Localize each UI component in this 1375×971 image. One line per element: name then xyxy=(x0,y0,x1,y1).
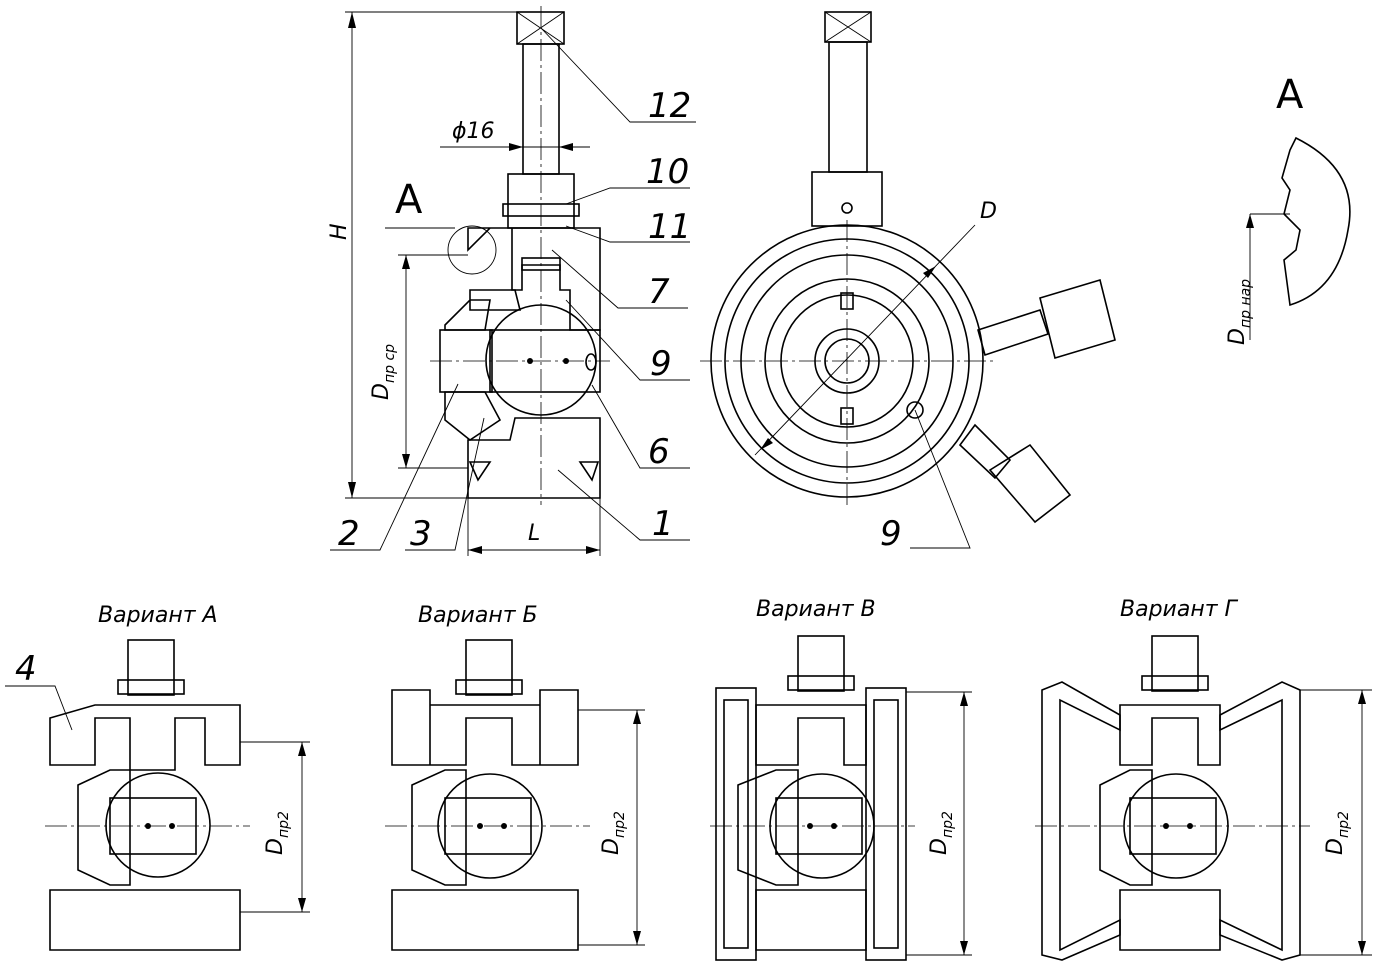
variant-b-drawing: Dпр2 xyxy=(385,639,645,951)
callout-2: 6 xyxy=(648,432,670,472)
detail-view-a: А Dпр нар xyxy=(1225,72,1351,345)
dim-dpr-nar-base: D xyxy=(1225,328,1250,345)
svg-text:Dпр нар: Dпр нар xyxy=(1225,279,1254,345)
callout-4: 4 xyxy=(15,649,37,689)
callout-9: 9 xyxy=(880,514,902,554)
svg-text:Dпр2: Dпр2 xyxy=(263,811,292,855)
dim-dpr2-v-base: D xyxy=(927,838,952,855)
dim-h: H xyxy=(327,223,352,240)
callout-10: 10 xyxy=(646,152,689,192)
dim-dpr-nar-sub: пр нар xyxy=(1238,279,1254,328)
view-label-a: А xyxy=(395,177,423,223)
dim-dpr2-g-sub: пр2 xyxy=(1336,811,1352,838)
dim-phi16: ϕ16 xyxy=(452,119,495,144)
callout-12: 12 xyxy=(648,86,691,126)
dim-dpr2-g-base: D xyxy=(1323,838,1348,855)
variant-a-title: Вариант А xyxy=(98,603,218,628)
dim-dpr2-v-sub: пр2 xyxy=(940,811,956,838)
detail-label-a: А xyxy=(1276,72,1304,118)
variant-b-title: Вариант Б xyxy=(418,603,538,628)
callout-1: 1 xyxy=(652,504,674,544)
callout-11: 11 xyxy=(648,207,691,247)
svg-text:Dпр ср: Dпр ср xyxy=(369,344,398,400)
svg-text:Dпр2: Dпр2 xyxy=(599,811,628,855)
variant-v-title: Вариант В xyxy=(756,597,876,622)
dim-dpr2-b-base: D xyxy=(599,838,624,855)
main-section-view: H Dпр ср ϕ16 L А 12 10 11 7 9 xyxy=(327,6,696,556)
svg-text:Dпр2: Dпр2 xyxy=(1323,811,1352,855)
fitting-upper xyxy=(977,308,1050,357)
variant-a-drawing: Dпр2 4 xyxy=(5,639,310,951)
callout-3: 2 xyxy=(338,514,360,554)
svg-text:Dпр2: Dпр2 xyxy=(927,811,956,855)
body-lower xyxy=(467,417,601,499)
callout-5: 3 xyxy=(410,514,432,554)
dim-dpr-sr-sub: пр ср xyxy=(382,344,398,383)
callout-7: 9 xyxy=(650,344,672,384)
dim-dpr2-a-sub: пр2 xyxy=(276,811,292,838)
variant-g-title: Вариант Г xyxy=(1120,597,1239,622)
dim-l: L xyxy=(528,521,540,546)
variant-v-drawing: Dпр2 xyxy=(710,635,972,961)
dim-dpr2-b-sub: пр2 xyxy=(612,811,628,838)
variant-g-drawing: Dпр2 xyxy=(1035,635,1372,961)
fitting-lower xyxy=(958,423,1012,480)
callout-6: 7 xyxy=(648,272,670,312)
dim-d: D xyxy=(980,199,997,224)
top-view: D 9 xyxy=(700,11,1116,554)
seat-left xyxy=(444,289,522,331)
dim-dpr2-a-base: D xyxy=(263,838,288,855)
dim-dpr-sr-base: D xyxy=(369,383,394,400)
